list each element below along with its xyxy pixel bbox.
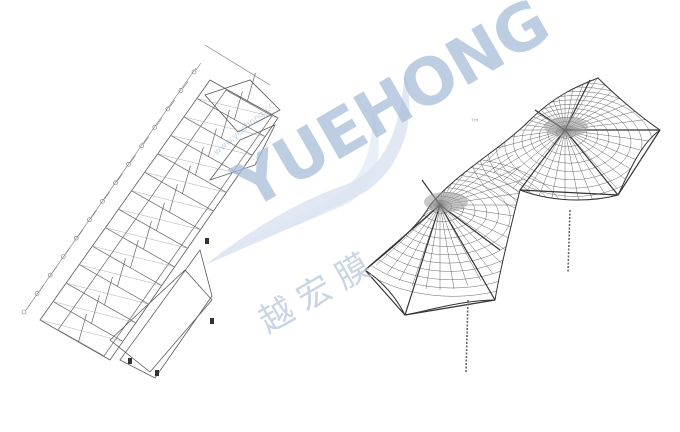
watermark-trademark: ™ — [470, 118, 480, 129]
